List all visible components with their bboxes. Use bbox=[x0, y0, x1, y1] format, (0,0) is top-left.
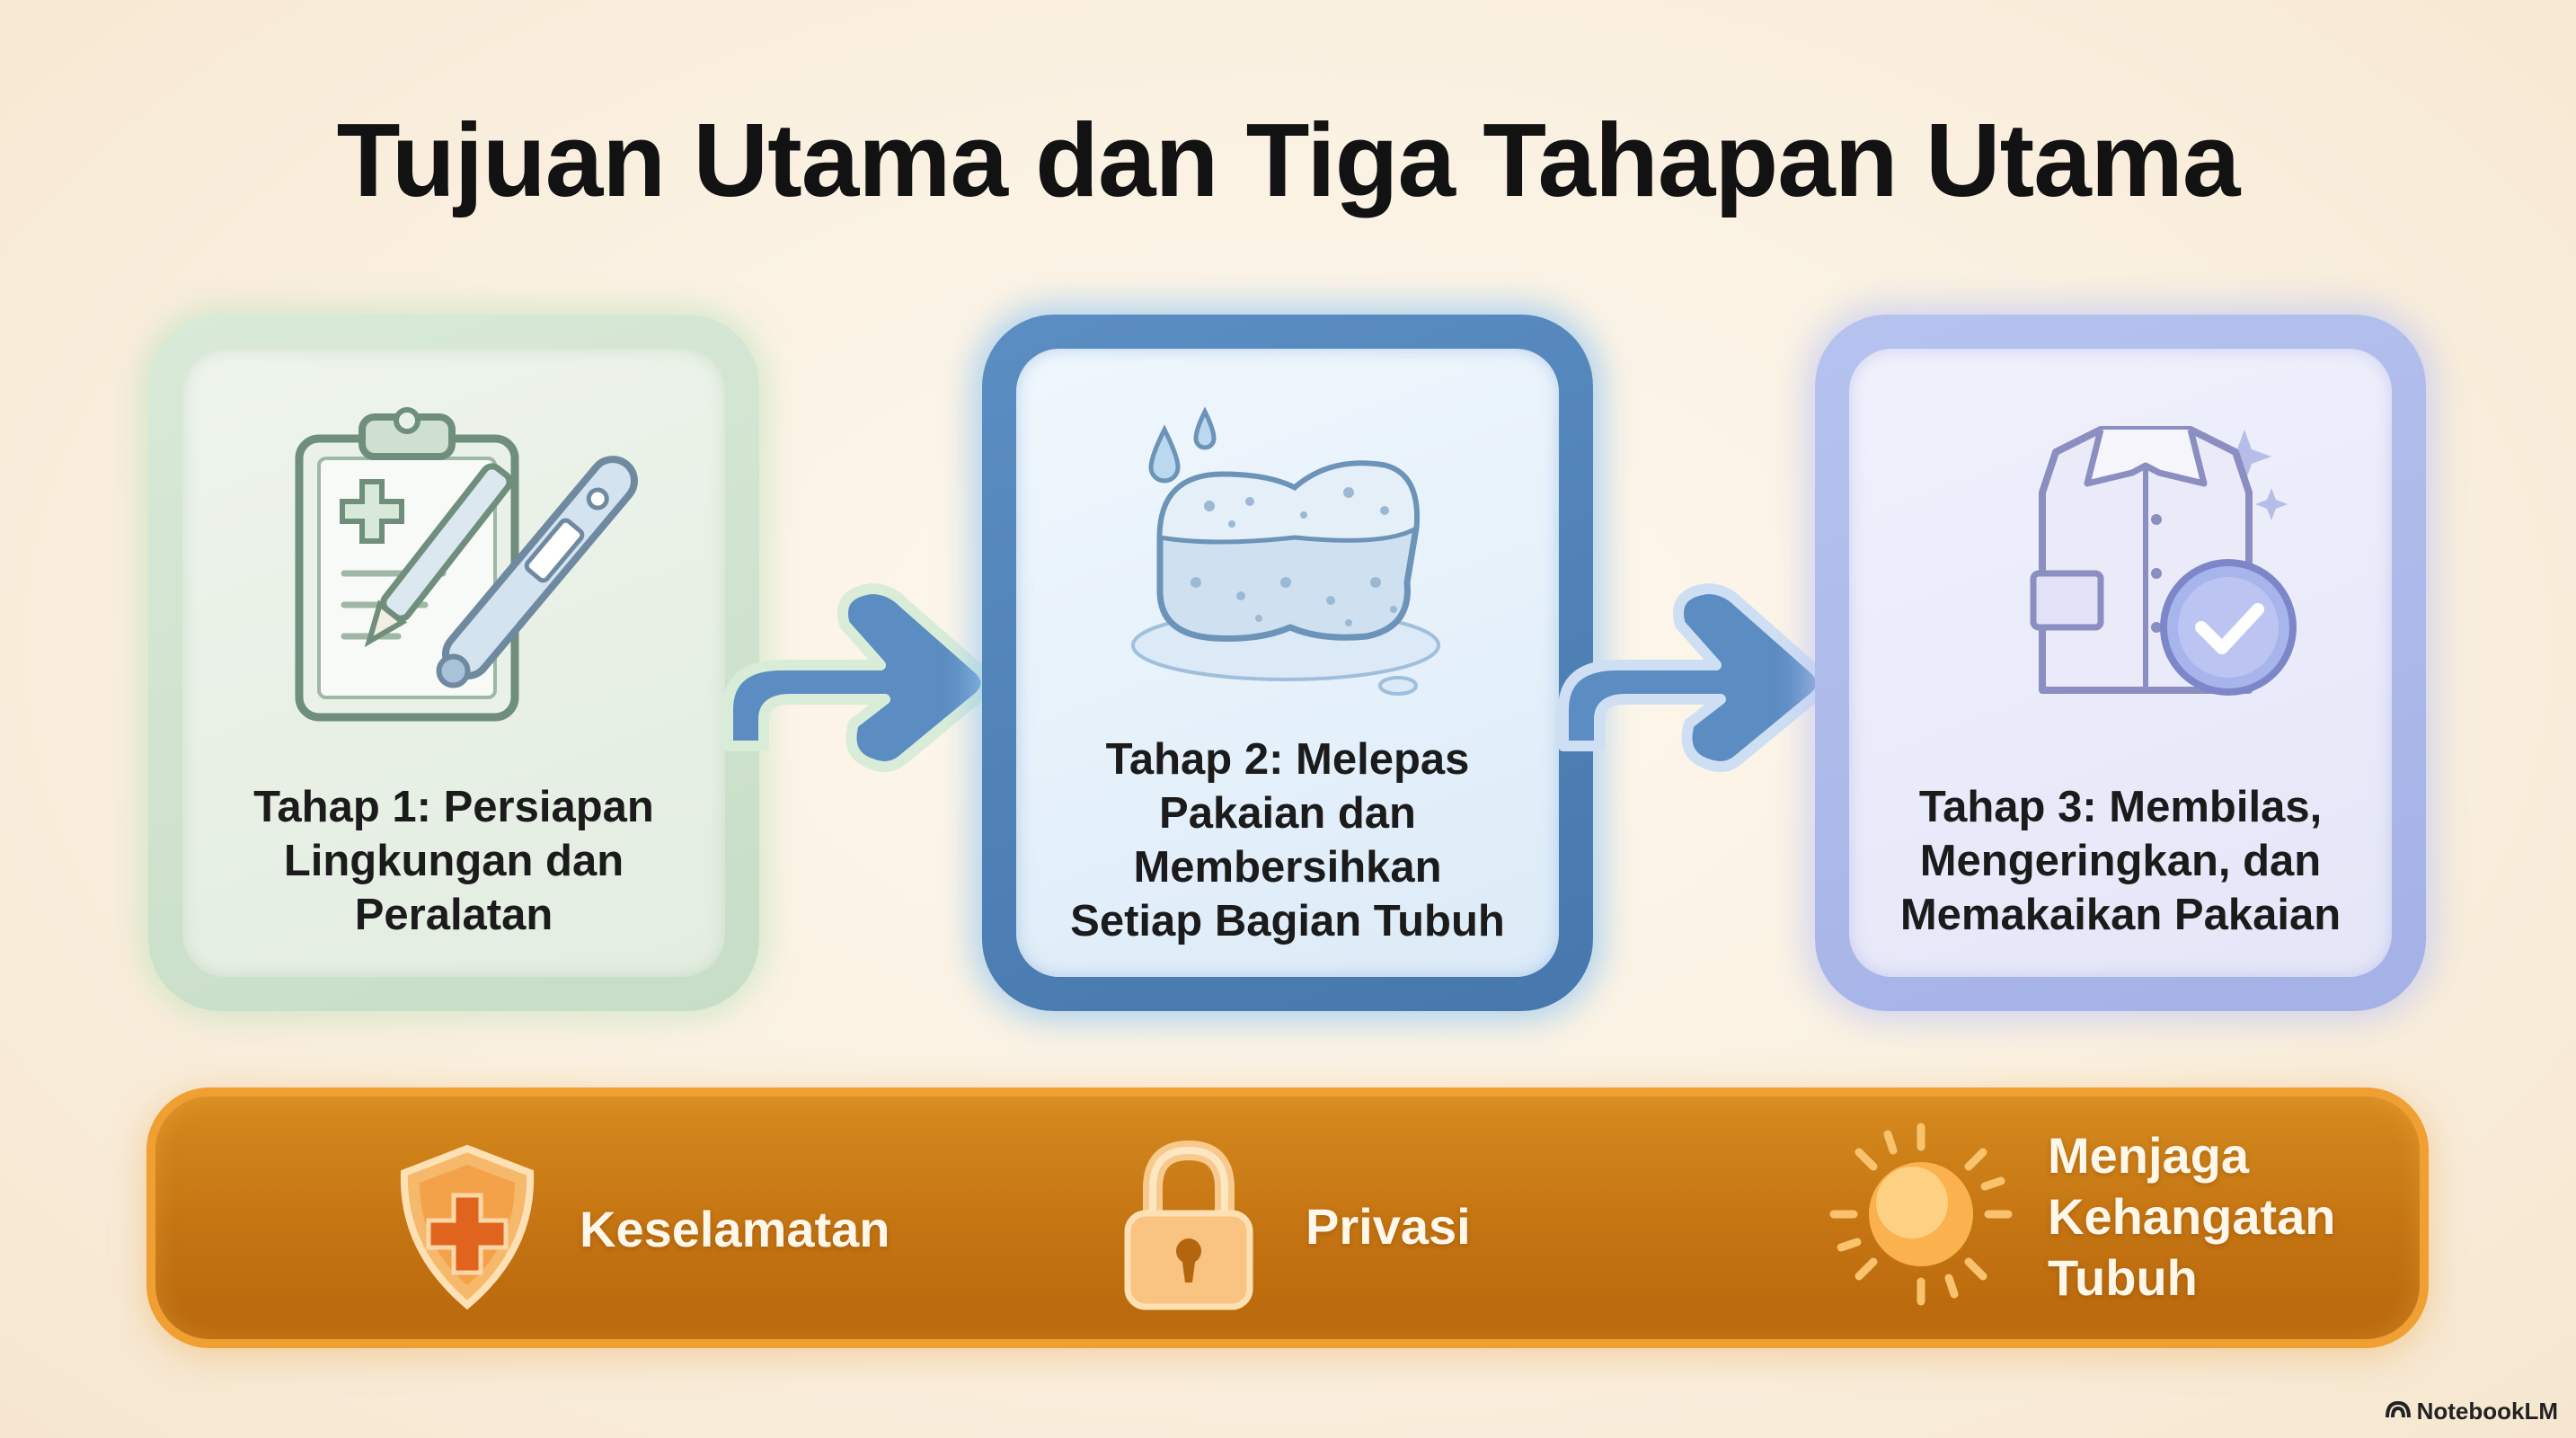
stage-card-2: Tahap 2: Melepas Pakaian dan Membersihka… bbox=[982, 315, 1593, 1011]
shield-cross-icon bbox=[391, 1141, 544, 1317]
stage-card-1: Tahap 1: Persiapan Lingkungan dan Perala… bbox=[148, 315, 759, 1011]
goal-privacy-label: Privasi bbox=[1306, 1197, 1471, 1255]
stage-3-label: Tahap 3: Membilas, Mengeringkan, dan Mem… bbox=[1899, 783, 2341, 939]
clipboard-thermometer-icon bbox=[263, 394, 641, 740]
goal-warmth-label: Menjaga Kehangatan Tubuh bbox=[2048, 1126, 2336, 1306]
goal-safety-label: Keselamatan bbox=[580, 1200, 890, 1257]
goal-privacy: Privasi bbox=[1117, 1134, 1471, 1318]
page-title: Tujuan Utama dan Tiga Tahapan Utama bbox=[336, 102, 2241, 218]
brand-name: NotebookLM bbox=[2416, 1398, 2558, 1425]
stage-card-3: Tahap 3: Membilas, Mengeringkan, dan Mem… bbox=[1815, 315, 2426, 1011]
notebooklm-logo-icon bbox=[2385, 1398, 2417, 1425]
arrow-right-2 bbox=[1545, 539, 1851, 777]
padlock-icon bbox=[1117, 1134, 1261, 1318]
sun-icon bbox=[1827, 1120, 2015, 1313]
goal-safety: Keselamatan bbox=[391, 1141, 890, 1317]
arrow-right-1 bbox=[710, 539, 1015, 777]
brand-watermark: NotebookLM bbox=[2385, 1398, 2558, 1425]
sponge-icon bbox=[1124, 403, 1465, 713]
goal-warmth: Menjaga Kehangatan Tubuh bbox=[1827, 1120, 2336, 1313]
shirt-check-icon bbox=[1966, 403, 2325, 731]
stage-2-label: Tahap 2: Melepas Pakaian dan Membersihka… bbox=[1070, 735, 1505, 945]
goals-banner: Keselamatan Privasi bbox=[146, 1087, 2429, 1348]
stage-1-label: Tahap 1: Persiapan Lingkungan dan Perala… bbox=[253, 783, 654, 939]
